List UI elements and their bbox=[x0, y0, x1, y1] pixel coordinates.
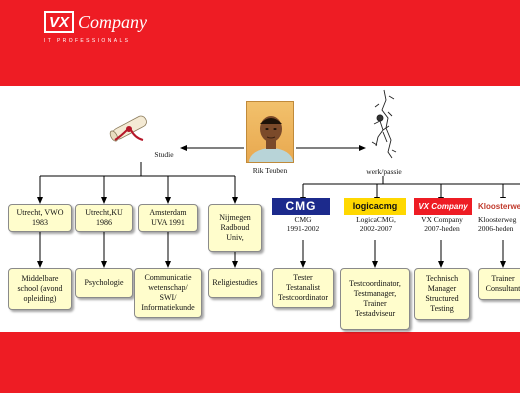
work-roles-vx: Technisch Manager Structured Testing bbox=[414, 268, 470, 320]
kloosterweg-logo: Kloosterwe bbox=[478, 198, 520, 215]
edu-detail-4: Religiestudies bbox=[208, 268, 262, 298]
cmg-logo: CMG bbox=[272, 198, 330, 215]
work-label-logicacmg: LogicaCMG, 2002-2007 bbox=[356, 215, 396, 233]
edu-detail-2: Psychologie bbox=[75, 268, 133, 298]
center-name: Rik Teuben bbox=[252, 166, 288, 175]
vx-company-logo: VX Company IT PROFESSIONALS bbox=[44, 11, 147, 47]
work-roles-logicacmg: Testcoordinator, Testmanager, Trainer Te… bbox=[340, 268, 410, 330]
edu-detail-3: Communicatie wetenschap/ SWI/ Informatie… bbox=[134, 268, 202, 318]
edu-node-3: Amsterdam UVA 1991 bbox=[138, 204, 198, 232]
work-label-vx: VX Company 2007-heden bbox=[421, 215, 463, 233]
work-label-kloosterweg: Kloosterweg 2006-heden bbox=[478, 215, 517, 233]
work-roles-kloosterweg: Trainer Consultant bbox=[478, 268, 520, 300]
diploma-scroll-icon bbox=[109, 115, 147, 142]
studie-label: Studie bbox=[154, 150, 174, 159]
vx-company-small-logo: VX Company bbox=[414, 198, 472, 215]
vx-logo-tagline: IT PROFESSIONALS bbox=[44, 38, 131, 44]
work-label-cmg: CMG 1991-2002 bbox=[286, 215, 320, 233]
work-roles-cmg: Tester Testanalist Testcoordinator bbox=[272, 268, 334, 308]
edu-node-2: Utrecht,KU 1986 bbox=[75, 204, 133, 232]
footer-band bbox=[0, 332, 520, 393]
edu-detail-1: Middelbare school (avond opleiding) bbox=[8, 268, 72, 310]
edu-node-4: Nijmegen Radboud Univ, bbox=[208, 204, 262, 252]
logicacmg-logo: logicacmg bbox=[344, 198, 406, 215]
vx-logo-word: Company bbox=[78, 12, 147, 32]
edu-node-1: Utrecht, VWO 1983 bbox=[8, 204, 72, 232]
header-band bbox=[0, 0, 520, 86]
profile-photo bbox=[246, 101, 294, 163]
climber-icon bbox=[371, 89, 397, 159]
vx-logo-mark: VX bbox=[44, 11, 74, 33]
werk-passie-label: werk/passie bbox=[366, 167, 402, 176]
